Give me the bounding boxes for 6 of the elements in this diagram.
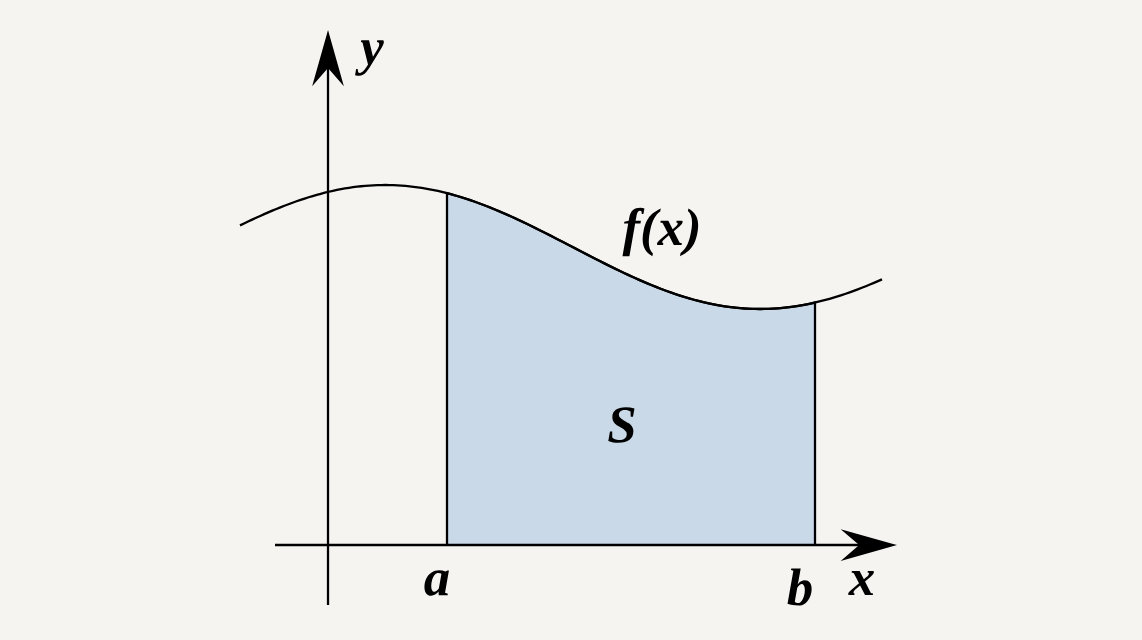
axis-label: x xyxy=(848,570,874,596)
axis-label: y xyxy=(355,40,384,76)
curve-label: f(x) xyxy=(622,207,699,257)
bound-label: b xyxy=(787,568,812,606)
area-label: S xyxy=(608,407,635,443)
bound-label: a xyxy=(424,570,449,596)
